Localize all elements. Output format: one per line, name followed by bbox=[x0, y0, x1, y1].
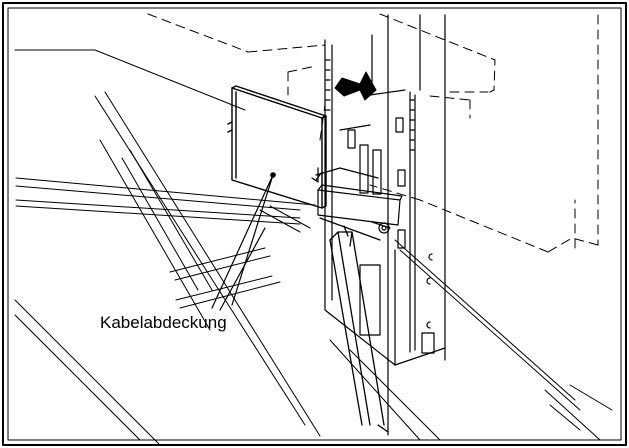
callout-point bbox=[270, 172, 276, 178]
background-lines bbox=[14, 49, 613, 446]
inner-frame bbox=[7, 7, 622, 441]
leader-lines bbox=[211, 174, 274, 311]
rack-pillar bbox=[324, 14, 446, 436]
screwdriver bbox=[329, 225, 389, 433]
bracket-rail bbox=[311, 167, 403, 241]
hidden-housing-outline bbox=[147, 13, 599, 253]
direction-arrow bbox=[334, 71, 377, 101]
callout-label-kabelabdeckung: Kabelabdeckung bbox=[100, 313, 227, 332]
cable-cover-plate bbox=[227, 85, 327, 209]
